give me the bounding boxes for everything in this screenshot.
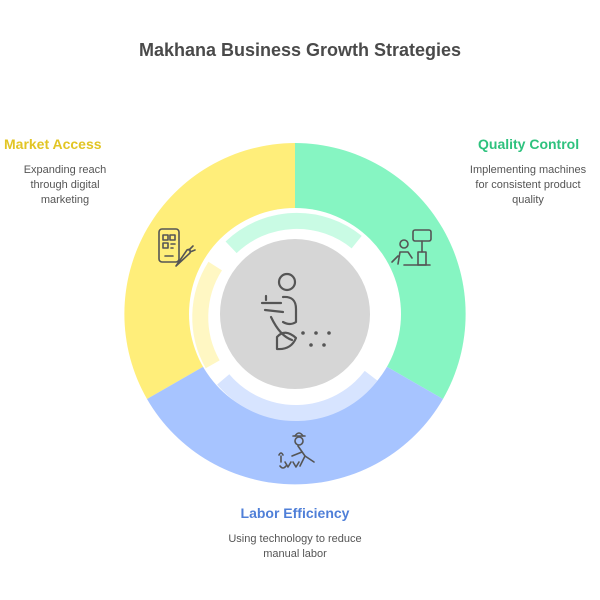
labor-efficiency-description: Using technology to reduce manual labor bbox=[228, 533, 362, 560]
labor-efficiency-inner-arc bbox=[217, 370, 378, 421]
quality-control-heading: Quality Control bbox=[478, 136, 580, 152]
labor-efficiency-heading: Labor Efficiency bbox=[240, 505, 350, 521]
farmer-planting-icon bbox=[278, 432, 315, 469]
person-sowing-seeds-icon bbox=[260, 272, 331, 351]
market-access-heading: Market Access bbox=[4, 136, 102, 152]
market-access-inner-arc bbox=[192, 261, 223, 369]
diagram-title: Makhana Business Growth Strategies bbox=[138, 40, 462, 60]
machine-worker-icon bbox=[391, 229, 432, 266]
quality-control-description: Implementing machines for consistent pro… bbox=[469, 164, 587, 206]
market-access-description: Expanding reach through digital marketin… bbox=[23, 164, 107, 206]
qr-code-carrot-icon bbox=[158, 228, 196, 267]
quality-control-inner-arc bbox=[225, 212, 362, 254]
